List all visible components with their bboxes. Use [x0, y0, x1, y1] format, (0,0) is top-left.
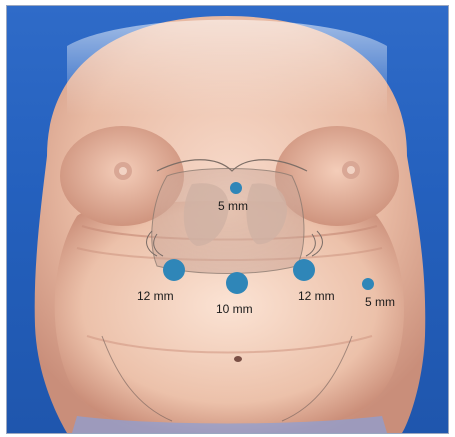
- navel: [234, 356, 242, 362]
- port-label-12mm-right: 12 mm: [298, 290, 335, 302]
- port-marker-10mm-center: [226, 272, 248, 294]
- right-nipple-center: [347, 166, 355, 174]
- port-marker-12mm-right: [293, 259, 315, 281]
- shoulder-fade: [67, 20, 387, 116]
- port-label-12mm-left: 12 mm: [137, 290, 174, 302]
- left-nipple-center: [119, 167, 127, 175]
- illustration-frame: 5 mm 12 mm 10 mm 12 mm 5 mm: [6, 5, 449, 434]
- port-marker-5mm-right: [362, 278, 374, 290]
- port-marker-12mm-left: [163, 259, 185, 281]
- port-label-10mm-center: 10 mm: [216, 303, 253, 315]
- port-label-5mm-right: 5 mm: [365, 296, 395, 308]
- abdomen-illustration: [7, 6, 448, 433]
- port-marker-5mm-upper: [230, 182, 242, 194]
- port-label-5mm-upper: 5 mm: [218, 200, 248, 212]
